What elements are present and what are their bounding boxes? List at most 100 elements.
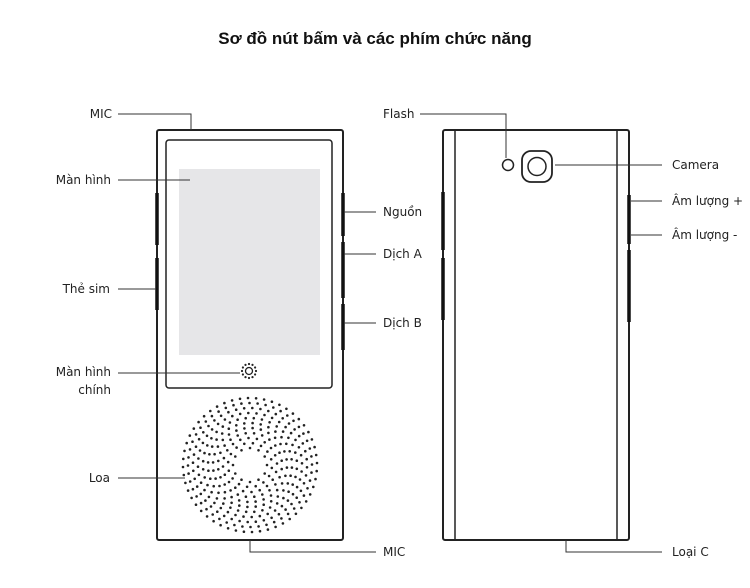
speaker-hole (210, 437, 213, 440)
speaker-hole (219, 506, 223, 510)
speaker-hole (242, 515, 245, 518)
speaker-hole (267, 474, 271, 478)
speaker-hole (209, 409, 212, 413)
speaker-hole (274, 444, 277, 447)
speaker-hole (218, 484, 221, 488)
speaker-hole (289, 431, 293, 435)
speaker-hole (295, 485, 299, 489)
speaker-hole (203, 451, 206, 455)
speaker-hole (231, 414, 234, 418)
speaker-hole (217, 459, 220, 463)
speaker-hole (284, 425, 287, 429)
speaker-hole (204, 420, 208, 423)
speaker-hole (250, 530, 254, 534)
speaker-hole (223, 497, 226, 500)
speaker-hole (230, 495, 233, 499)
speaker-hole (280, 504, 284, 508)
speaker-hole (224, 406, 228, 410)
speaker-hole (242, 407, 246, 410)
speaker-hole (286, 414, 289, 417)
speaker-hole (213, 419, 216, 422)
speaker-hole (242, 530, 246, 533)
speaker-hole (253, 495, 256, 499)
speaker-hole (267, 425, 270, 429)
speaker-hole (194, 503, 198, 507)
speaker-hole (195, 495, 198, 498)
speaker-hole (251, 421, 254, 425)
speaker-hole (293, 428, 296, 431)
speaker-hole (234, 472, 237, 475)
speaker-hole (234, 408, 238, 412)
speaker-hole (300, 506, 303, 510)
speaker-hole (257, 478, 260, 482)
speaker-hole (223, 473, 227, 477)
speaker-hole (258, 529, 262, 533)
speaker-hole (308, 447, 312, 450)
speaker-hole (294, 451, 297, 454)
speaker-hole (252, 432, 256, 435)
speaker-hole (315, 461, 319, 465)
speaker-hole (182, 473, 186, 477)
speaker-hole (305, 466, 309, 469)
speaker-hole (314, 477, 317, 481)
label-home-line1: Màn hình (56, 365, 111, 379)
speaker-hole (259, 428, 263, 431)
speaker-hole (312, 485, 315, 489)
speaker-hole (289, 474, 292, 478)
speaker-hole (274, 412, 278, 416)
speaker-hole (206, 483, 209, 487)
speaker-hole (241, 489, 245, 493)
speaker-hole (225, 521, 228, 524)
speaker-hole (219, 451, 222, 455)
speaker-hole (313, 445, 316, 449)
speaker-hole (219, 523, 222, 527)
speaker-hole (186, 489, 190, 492)
speaker-hole (297, 417, 301, 421)
speaker-hole (238, 504, 241, 507)
speaker-hole (221, 438, 225, 442)
speaker-hole (292, 419, 295, 423)
speaker-hole (259, 407, 262, 411)
speaker-hole (270, 516, 273, 520)
speaker-hole (221, 425, 225, 428)
speaker-hole (197, 457, 200, 460)
speaker-hole (237, 482, 241, 486)
speaker-hole (230, 517, 233, 521)
speaker-hole (187, 472, 190, 475)
speaker-hole (236, 434, 239, 437)
speaker-hole (238, 519, 241, 523)
speaker-hole (258, 488, 262, 492)
label-home-line2: chính (78, 383, 111, 397)
speaker-hole (201, 459, 205, 463)
speaker-hole (259, 423, 263, 426)
display (179, 169, 320, 355)
speaker-hole (281, 430, 285, 433)
speaker-hole (276, 495, 280, 498)
speaker-hole (304, 474, 308, 477)
speaker-hole (281, 522, 285, 525)
speaker-hole (212, 469, 215, 472)
label-screen: Màn hình (56, 173, 111, 187)
speaker-hole (257, 449, 260, 452)
speaker-hole (244, 416, 247, 420)
speaker-hole (244, 432, 247, 435)
speaker-hole (234, 529, 238, 532)
speaker-hole (315, 469, 319, 473)
speaker-hole (295, 496, 299, 500)
speaker-hole (246, 396, 250, 400)
speaker-hole (280, 482, 284, 485)
speaker-hole (235, 429, 238, 432)
speaker-hole (181, 465, 185, 469)
speaker-hole (280, 467, 284, 471)
speaker-hole (199, 509, 203, 513)
speaker-hole (227, 410, 230, 414)
speaker-hole (231, 463, 235, 467)
speaker-hole (288, 450, 292, 453)
speaker-hole (210, 490, 213, 494)
speaker-hole (274, 430, 277, 433)
speaker-hole (226, 527, 230, 530)
speaker-hole (273, 509, 277, 512)
speaker-hole (287, 422, 291, 425)
speaker-hole (262, 498, 265, 501)
speaker-hole (192, 427, 196, 430)
